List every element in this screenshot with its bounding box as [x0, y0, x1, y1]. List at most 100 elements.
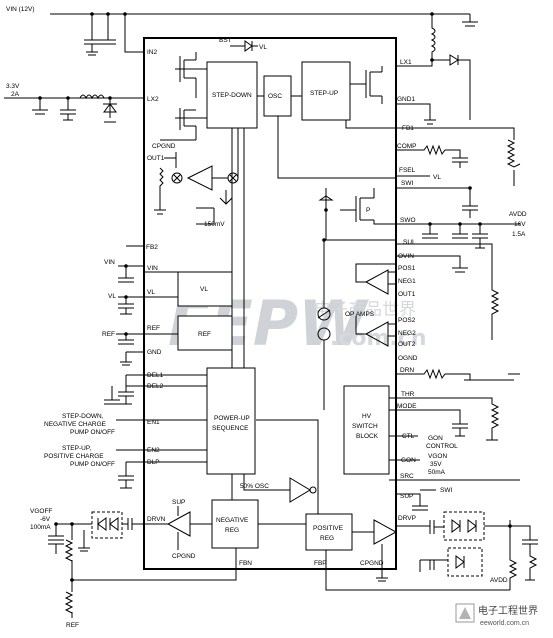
drn-resistor [396, 368, 520, 381]
low-side-fet [175, 108, 207, 140]
vl-left-label: VL [108, 293, 116, 300]
ref-left-label: REF [102, 331, 115, 338]
drvp-cap [396, 520, 444, 534]
vin-bypass-cap [462, 14, 478, 27]
out-cap-b [60, 98, 76, 121]
power-up-label-2: SEQUENCE [212, 425, 249, 432]
en2-label-1: STEP-UP, [62, 445, 91, 452]
pin-gnd1: GND1 [397, 96, 415, 103]
out-cap-a [32, 98, 48, 115]
circuit-wire [126, 374, 207, 387]
opamp-1 [364, 269, 389, 295]
circuit-wire [258, 500, 374, 533]
opamp-2 [364, 321, 389, 347]
vgon-current: 50mA [428, 469, 446, 476]
circuit-wire [173, 174, 181, 182]
vgoff-label: VGOFF [30, 508, 52, 515]
circuit-wire [231, 474, 280, 500]
circuit-wire [196, 207, 215, 225]
circuit-wire [525, 544, 538, 581]
vl-bst-label: VL [259, 44, 267, 51]
in2-wire [124, 14, 144, 53]
pin-neg1: NEG1 [398, 278, 416, 285]
circuit-wire [124, 295, 128, 299]
thr-divider [389, 397, 500, 441]
circuit-wire [325, 210, 396, 241]
positive-reg-block [305, 513, 353, 551]
pin-src: SRC [400, 473, 414, 480]
avdd-cap-3 [472, 224, 488, 249]
pin-pos2: POS2 [398, 317, 416, 324]
gon-control-label-2: CONTROL [426, 443, 458, 450]
pin-cpgnd-bottom: CPGND [172, 553, 196, 560]
circuit-wire [355, 316, 396, 337]
vgoff-current: 100mA [30, 524, 51, 531]
input-cap-1 [84, 14, 100, 56]
en1-label-1: STEP-DOWN, [62, 413, 104, 420]
comparator-node-1 [171, 172, 183, 184]
hv-label-1: HV [362, 413, 372, 420]
circuit-wire [322, 238, 326, 242]
pos-reg-label-2: REG [320, 535, 334, 542]
ref-block [177, 315, 233, 351]
swi-cap [396, 187, 478, 218]
bst-diode [244, 40, 253, 52]
pin-cpgnd-right: CPGND [360, 560, 384, 567]
pin-swi: SWI [401, 180, 413, 187]
circuit-wire [428, 222, 432, 226]
pin-pos1: POS1 [398, 265, 416, 272]
pos-diode-pack-2 [447, 547, 483, 577]
neg-reg-label-1: NEGATIVE [216, 517, 249, 524]
circuit-wire [123, 12, 127, 16]
circuit-wire [120, 351, 144, 366]
del1-cap [118, 375, 134, 405]
pin-fbn: FBN [239, 560, 252, 567]
pin-in2: IN2 [147, 49, 158, 56]
power-up-sequence-block [206, 367, 256, 475]
pin-fbp: FBP [314, 560, 327, 567]
en2-label-2: POSITIVE CHARGE [44, 453, 104, 460]
sup-cap [396, 493, 428, 511]
circuit-wire [66, 96, 70, 100]
eepw-cn-text: 电子产品世界 [314, 300, 416, 320]
fb-resistor-top [506, 139, 521, 186]
inductor-l1 [396, 14, 436, 67]
vin-12v-label: VIN (12V) [6, 6, 35, 13]
vgoff-voltage: -6V [40, 516, 51, 523]
pin-neg2: NEG2 [398, 330, 416, 337]
neg-diode-pack [91, 511, 123, 539]
fbp-divider [508, 520, 518, 590]
vgon-out-cap [484, 525, 538, 545]
pin-fb2: FB2 [146, 244, 158, 251]
circuit-wire [154, 198, 166, 215]
pin-bst: BST [219, 37, 232, 44]
v33-current: 2A [11, 91, 20, 98]
circuit-wire [70, 522, 74, 526]
drvn-amp [166, 511, 212, 537]
circuit-wire [478, 222, 482, 226]
circuit-wire [459, 607, 471, 619]
pin-drvn: DRVN [147, 516, 166, 523]
vin-cap [118, 266, 134, 283]
p-fet [340, 188, 396, 225]
hv-label-2: SWITCH [352, 423, 378, 430]
vgon-label: VGON [428, 453, 447, 460]
ref-150mv [212, 128, 239, 205]
circuit-wire [455, 555, 465, 569]
out1-resistor [159, 152, 177, 198]
mode-cap [389, 409, 468, 437]
negative-reg-block [211, 499, 259, 549]
swi-ext-label: SWI [440, 487, 452, 494]
dlp-cap [118, 461, 207, 489]
neg-reg-label-2: REG [225, 527, 239, 534]
step-up-block [301, 61, 351, 121]
pin-drn: DRN [400, 367, 414, 374]
circuit-wire [345, 120, 396, 129]
drvp-amp [373, 519, 398, 545]
boost-diode [432, 54, 471, 120]
avdd-current: 1.5A [512, 231, 526, 238]
ovin-cap [396, 255, 468, 273]
en1-label-2: NEGATIVE CHARGE [44, 421, 107, 428]
pin-cpgnd-top: CPGND [152, 143, 176, 150]
